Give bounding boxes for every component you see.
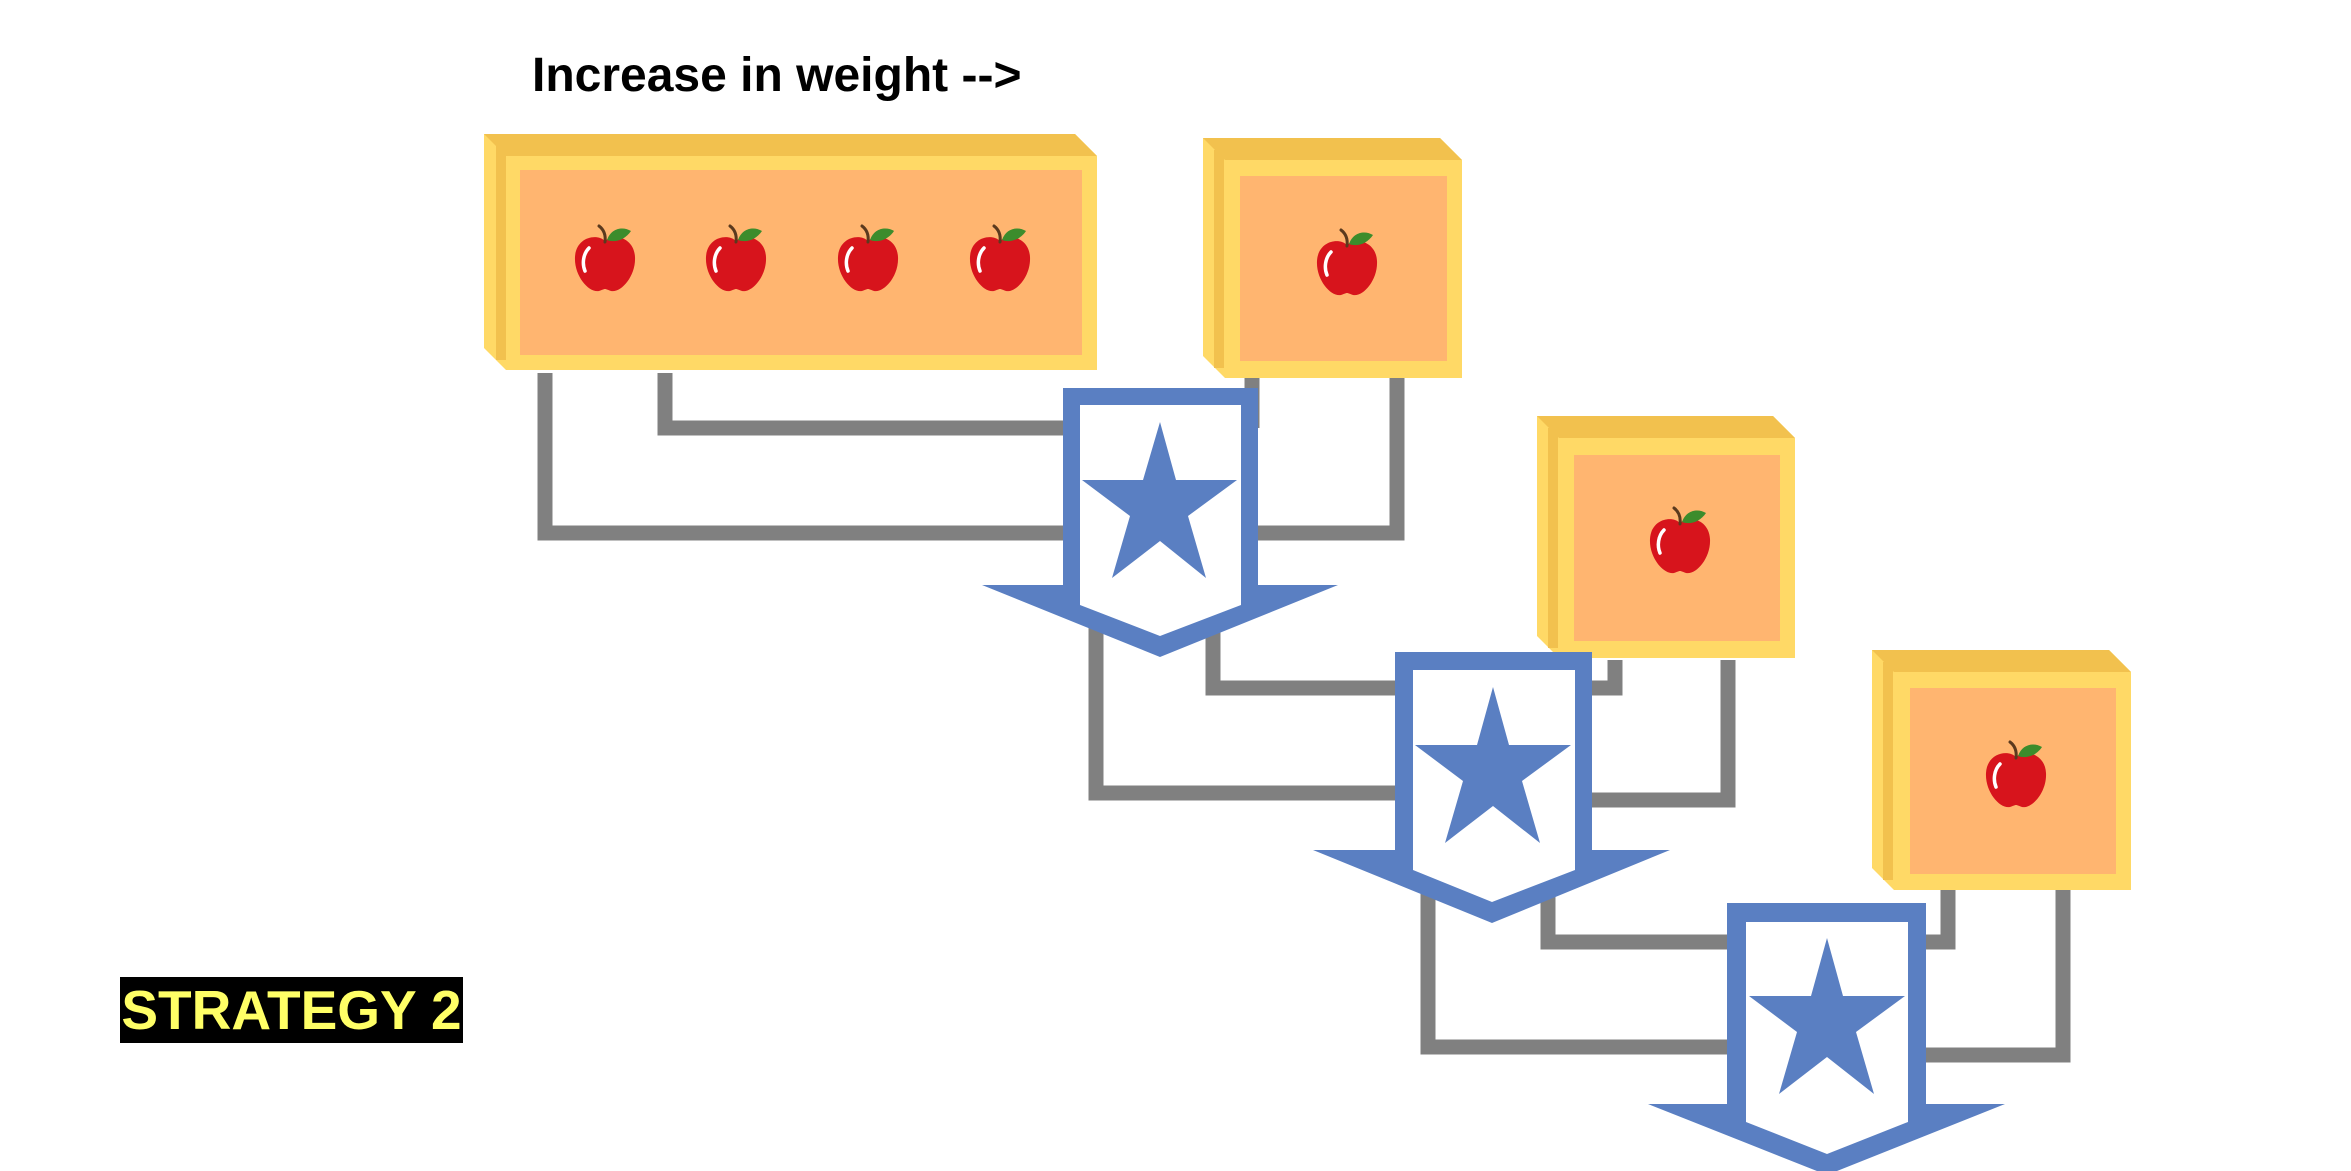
connector-box4-inner bbox=[1917, 890, 1956, 950]
box-1 bbox=[484, 134, 1097, 370]
connector-box1-inner bbox=[657, 373, 1063, 436]
connector-box4-outer bbox=[1917, 890, 2071, 1063]
merge-2 bbox=[1313, 652, 1670, 923]
box-4 bbox=[1872, 650, 2131, 890]
merge-1 bbox=[982, 388, 1338, 657]
connector-box1-outer bbox=[537, 373, 1063, 541]
connector-merge1-inner bbox=[1205, 628, 1395, 696]
box-2 bbox=[1203, 138, 1462, 378]
merge-3 bbox=[1648, 903, 2005, 1171]
heading: Increase in weight --> bbox=[532, 49, 1022, 102]
connector-merge2-inner bbox=[1540, 888, 1727, 950]
connector-box2-outer bbox=[1252, 378, 1405, 541]
connector-merge1-outer bbox=[1088, 628, 1395, 801]
star-icon bbox=[1749, 938, 1905, 1094]
box-3 bbox=[1537, 416, 1795, 658]
connector-box3-inner bbox=[1585, 660, 1623, 696]
connector-lines bbox=[537, 373, 2071, 1063]
connector-box3-outer bbox=[1585, 660, 1736, 808]
star-icon bbox=[1415, 687, 1571, 843]
star-icon bbox=[1082, 422, 1237, 578]
strategy-label: STRATEGY 2 bbox=[120, 977, 463, 1043]
connector-merge2-outer bbox=[1420, 888, 1727, 1055]
